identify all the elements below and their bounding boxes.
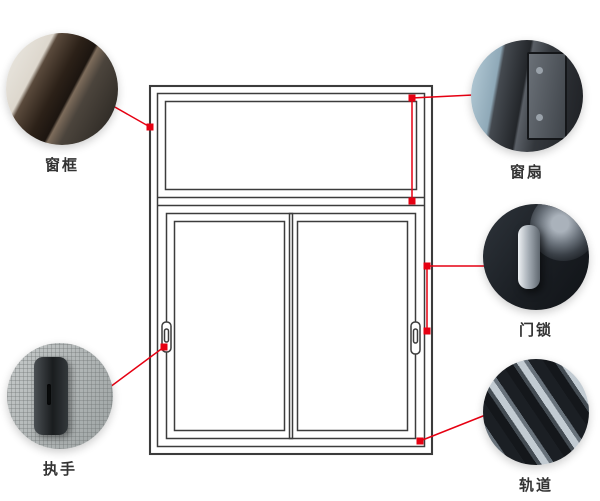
- lock-connector-line: [426, 265, 485, 331]
- lock-label: 门锁: [518, 322, 553, 339]
- callout-track: 轨道: [483, 359, 589, 493]
- track-marker: [416, 437, 424, 445]
- sash-marker-top: [408, 94, 416, 102]
- handle-bar-shape: [33, 356, 69, 436]
- handle-label: 执手: [42, 461, 77, 478]
- track-photo: [483, 359, 589, 465]
- lock-marker-bottom: [423, 327, 431, 335]
- right-sash: [288, 212, 417, 440]
- left-sash-inner: [173, 220, 286, 432]
- transom-glass: [164, 100, 418, 191]
- sash-photo: [471, 40, 583, 152]
- track-connector-line: [419, 413, 489, 442]
- frame-label: 窗框: [44, 157, 79, 174]
- window-outer-frame: [148, 84, 434, 456]
- right-handle-slot: [412, 328, 419, 344]
- sash-marker-bottom: [408, 197, 416, 205]
- left-handle-slot: [163, 328, 170, 343]
- frame-marker: [146, 123, 154, 131]
- callout-handle: 执手: [7, 343, 113, 477]
- sash-hardware-dot: [535, 113, 543, 121]
- handle-slot-shape: [47, 384, 52, 405]
- sash-panel-shape: [527, 52, 568, 140]
- sash-connector-line: [411, 94, 474, 201]
- window-drawing: [148, 84, 434, 456]
- right-handle-drawing: [410, 321, 421, 355]
- frame-photo: [6, 33, 118, 145]
- handle-marker: [160, 343, 168, 351]
- callout-frame: 窗框: [6, 33, 118, 173]
- callout-lock: 门锁: [483, 204, 589, 338]
- window-inner-frame: [156, 92, 426, 448]
- left-sash: [165, 212, 294, 440]
- lock-marker-top: [423, 262, 431, 270]
- lock-lever-shape: [517, 225, 541, 289]
- right-sash-inner: [296, 220, 409, 432]
- sash-hardware-dot: [535, 66, 543, 74]
- handle-connector-line: [105, 346, 165, 391]
- lock-photo: [483, 204, 589, 310]
- track-label: 轨道: [518, 477, 553, 494]
- sash-label: 窗扇: [509, 164, 544, 181]
- handle-photo: [7, 343, 113, 449]
- callout-sash: 窗扇: [471, 40, 583, 180]
